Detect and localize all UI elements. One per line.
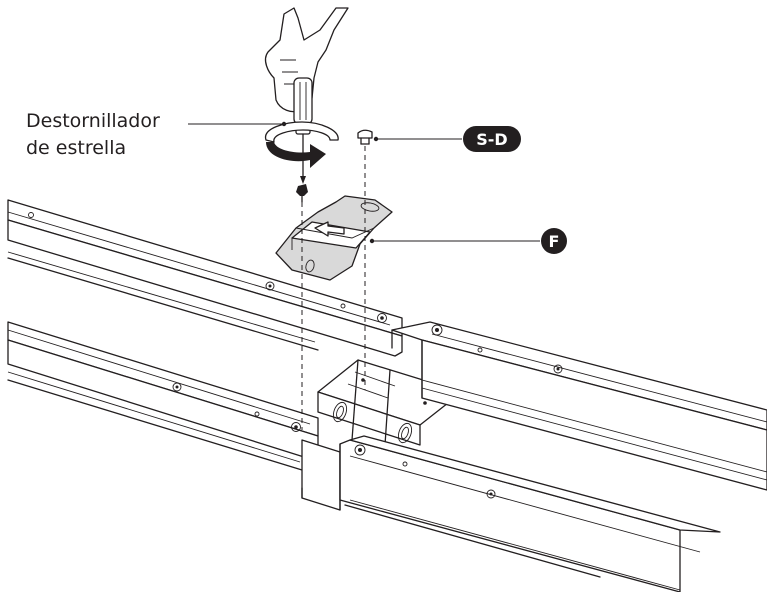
back-right-rail — [391, 321, 767, 491]
front-right-rail — [339, 435, 721, 592]
screwdriver-label-line1: Destornillador — [26, 110, 160, 132]
badge-s-d: S-D — [463, 126, 521, 152]
leader-lines — [188, 121, 540, 244]
badge-f-label: F — [549, 232, 560, 251]
alignment-guides — [301, 146, 366, 430]
screw-left — [296, 184, 308, 203]
screwdriver-label-line2: de estrella — [26, 137, 127, 159]
back-left-rail — [7, 199, 403, 357]
mounting-plate-f — [275, 195, 393, 281]
rotation-arrow-icon — [265, 121, 339, 168]
badge-f: F — [541, 228, 567, 254]
front-left-rail — [7, 321, 341, 511]
screw-right — [357, 129, 373, 145]
screwdriver-label: Destornillador de estrella — [26, 108, 160, 162]
badge-s-d-label: S-D — [476, 130, 507, 149]
hand-with-screwdriver — [264, 7, 349, 184]
